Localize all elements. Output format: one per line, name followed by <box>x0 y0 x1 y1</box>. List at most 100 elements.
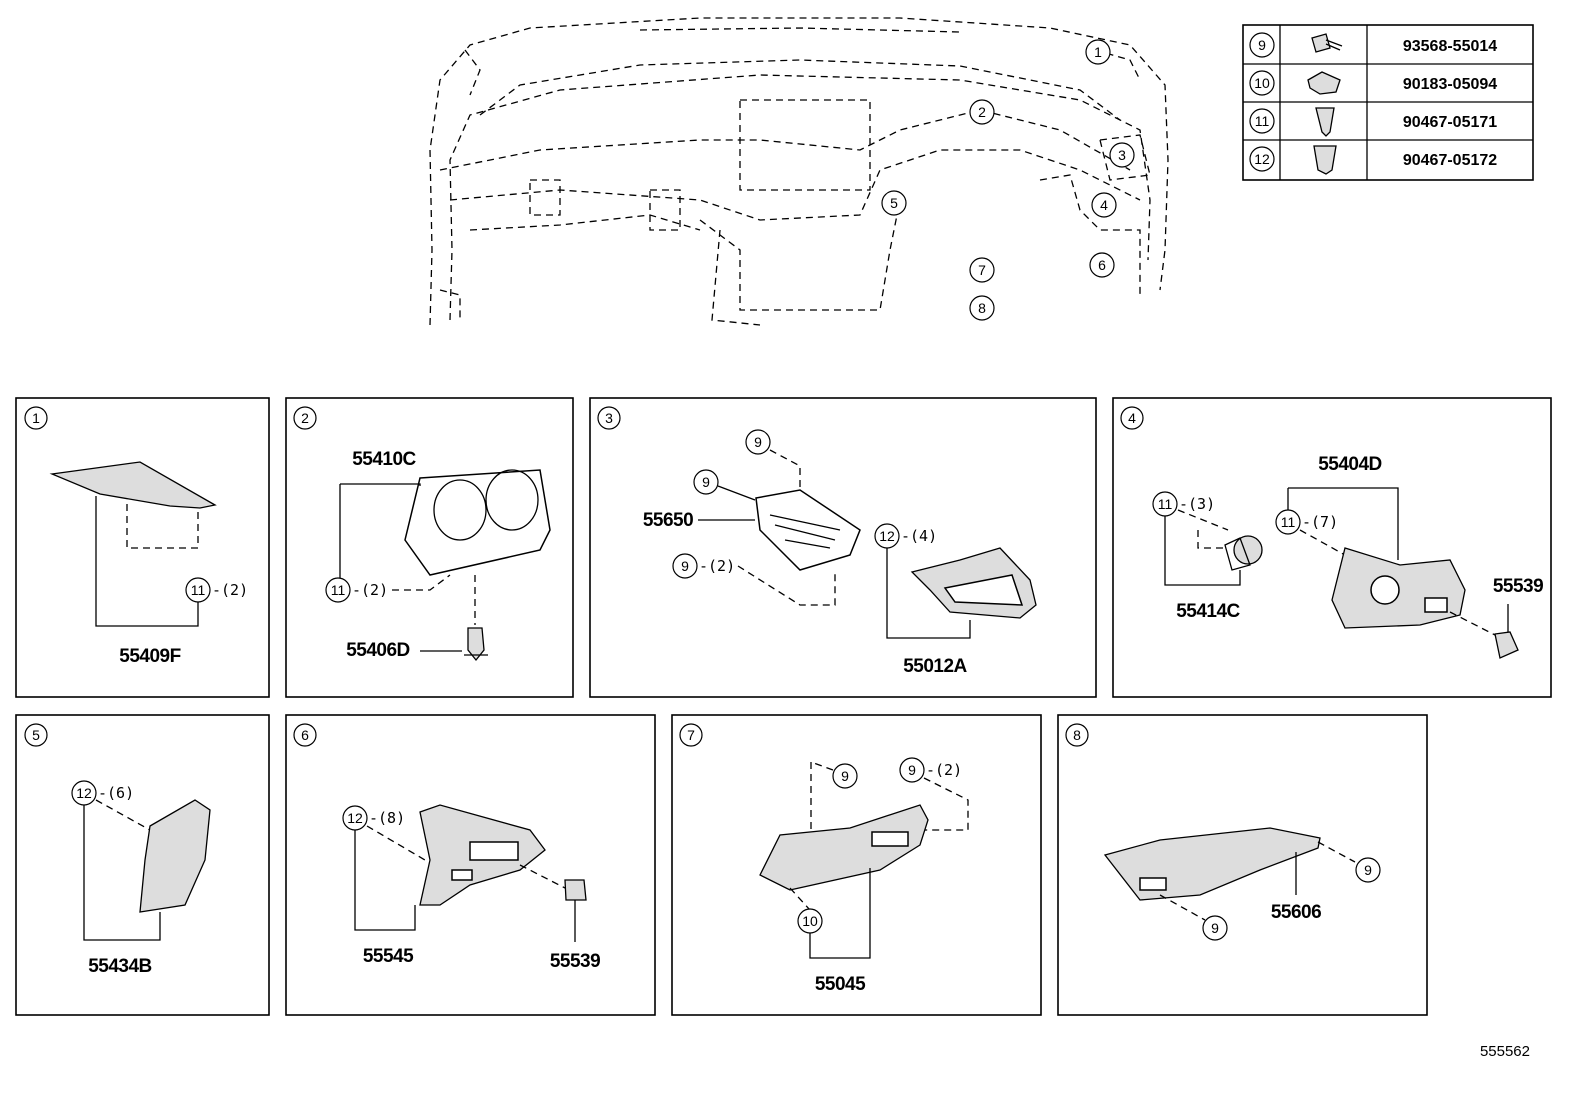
svg-text:90467-05171: 90467-05171 <box>1403 114 1497 131</box>
svg-text:-(2): -(2) <box>699 557 735 575</box>
panel-5: 5 12 -(6) 55434B <box>15 714 270 1016</box>
lower-panel-assy-part <box>759 804 929 891</box>
part-label-55539-p4: 55539 <box>1493 576 1543 597</box>
part-label-55410C: 55410C <box>352 449 416 470</box>
svg-text:9: 9 <box>702 474 710 490</box>
svg-text:-(3): -(3) <box>1179 495 1215 513</box>
overview-callout-3[interactable]: 3 <box>1109 142 1135 168</box>
svg-text:90467-05172: 90467-05172 <box>1403 152 1497 169</box>
svg-text:-(6): -(6) <box>98 784 134 802</box>
svg-text:7: 7 <box>978 262 986 278</box>
fastener-row-12[interactable]: 12 90467-05172 <box>1249 145 1497 175</box>
overview-callout-6[interactable]: 6 <box>1089 252 1115 278</box>
svg-text:6: 6 <box>1098 257 1106 273</box>
part-label-55539-p6: 55539 <box>550 951 600 972</box>
lower-panel-part <box>1331 547 1466 629</box>
svg-text:10: 10 <box>802 913 818 929</box>
svg-text:11: 11 <box>191 582 206 598</box>
svg-text:9: 9 <box>681 558 689 574</box>
svg-text:-(2): -(2) <box>926 761 962 779</box>
panel-4: 4 55404D 11 -(3) 55414C 11 -(7) 55539 <box>1112 397 1552 698</box>
svg-text:12: 12 <box>1254 151 1270 167</box>
svg-text:-(4): -(4) <box>901 527 937 545</box>
svg-text:12: 12 <box>879 528 895 544</box>
svg-text:9: 9 <box>908 762 916 778</box>
part-label-55404D: 55404D <box>1318 454 1382 475</box>
part-label-55434B: 55434B <box>88 956 152 977</box>
panel-1-part <box>49 461 217 509</box>
panel-6: 6 12 -(8) 55545 55539 <box>285 714 656 1016</box>
side-cover-part <box>139 799 211 913</box>
svg-text:-(8): -(8) <box>369 809 405 827</box>
switch-plug-part <box>1494 631 1519 659</box>
svg-text:90183-05094: 90183-05094 <box>1403 76 1497 93</box>
svg-text:8: 8 <box>978 300 986 316</box>
fastener-row-11[interactable]: 11 90467-05171 <box>1249 107 1497 137</box>
overview-callout-1[interactable]: 1 <box>1085 39 1111 65</box>
panel-7: 7 9 9 -(2) 10 55045 <box>671 714 1042 1016</box>
meter-cluster-part <box>404 469 551 576</box>
svg-text:11: 11 <box>331 582 346 598</box>
panel-1: 1 11 -(2) 55409F <box>15 397 270 698</box>
svg-text:11: 11 <box>1158 496 1173 512</box>
fastener-row-9[interactable]: 9 93568-55014 <box>1249 32 1497 58</box>
overview-callout-5[interactable]: 5 <box>881 190 907 216</box>
overview-callout-4[interactable]: 4 <box>1091 192 1117 218</box>
panel-8: 8 9 9 55606 <box>1057 714 1428 1016</box>
part-label-55406D: 55406D <box>346 640 410 661</box>
diagram-id: 555562 <box>1480 1043 1530 1060</box>
bolt-icon <box>1311 33 1343 53</box>
svg-text:3: 3 <box>605 410 613 426</box>
svg-text:11: 11 <box>1255 113 1270 129</box>
svg-text:10: 10 <box>1254 75 1270 91</box>
svg-text:5: 5 <box>32 727 40 743</box>
svg-text:1: 1 <box>1094 44 1102 60</box>
svg-text:9: 9 <box>754 434 762 450</box>
svg-text:8: 8 <box>1073 727 1081 743</box>
svg-text:12: 12 <box>76 785 92 801</box>
fastener-row-10[interactable]: 10 90183-05094 <box>1249 70 1497 96</box>
svg-text:9: 9 <box>1258 37 1266 53</box>
svg-text:-(7): -(7) <box>1302 513 1338 531</box>
svg-text:6: 6 <box>301 727 309 743</box>
part-label-55045: 55045 <box>815 974 866 995</box>
fastener-table: 9 93568-55014 10 90183-05094 11 90467-05… <box>1242 24 1534 181</box>
part-label-55414C: 55414C <box>1176 601 1240 622</box>
instrument-panel-overview <box>429 17 1169 326</box>
panel-3: 3 9 9 55650 9 -(2) 12 -(4) 55012A <box>589 397 1097 698</box>
svg-text:2: 2 <box>978 104 986 120</box>
clip-icon <box>1315 107 1335 137</box>
svg-text:1: 1 <box>32 410 40 426</box>
part-label-55409F: 55409F <box>119 646 180 667</box>
svg-text:-(2): -(2) <box>352 581 388 599</box>
overview-callout-2[interactable]: 2 <box>969 99 995 125</box>
svg-text:9: 9 <box>1364 862 1372 878</box>
part-label-55545: 55545 <box>363 946 414 967</box>
svg-text:93568-55014: 93568-55014 <box>1403 38 1497 55</box>
audio-unit-part <box>755 489 861 571</box>
svg-text:9: 9 <box>841 768 849 784</box>
lower-center-panel-part <box>419 804 546 906</box>
svg-text:12: 12 <box>347 810 363 826</box>
part-label-55650: 55650 <box>643 510 693 531</box>
panel-2: 2 55410C 11 -(2) 55406D <box>285 397 574 698</box>
register-bezel-part <box>910 547 1037 619</box>
overview-callout-7[interactable]: 7 <box>969 257 995 283</box>
nut-clip-icon <box>1307 71 1341 95</box>
switch-part <box>1224 535 1263 571</box>
svg-text:3: 3 <box>1118 147 1126 163</box>
svg-text:4: 4 <box>1100 197 1108 213</box>
clip-icon <box>1313 145 1337 175</box>
svg-text:4: 4 <box>1128 410 1136 426</box>
switch-plug-part <box>564 879 587 901</box>
svg-text:2: 2 <box>301 410 309 426</box>
overview-callout-8[interactable]: 8 <box>969 295 995 321</box>
svg-text:5: 5 <box>890 195 898 211</box>
svg-text:-(2): -(2) <box>212 581 248 599</box>
part-label-55606: 55606 <box>1271 902 1321 923</box>
overview-callouts: 1 2 3 4 5 6 7 8 <box>881 39 1135 321</box>
svg-text:9: 9 <box>1211 920 1219 936</box>
svg-text:7: 7 <box>687 727 695 743</box>
part-label-55012A: 55012A <box>903 656 967 677</box>
